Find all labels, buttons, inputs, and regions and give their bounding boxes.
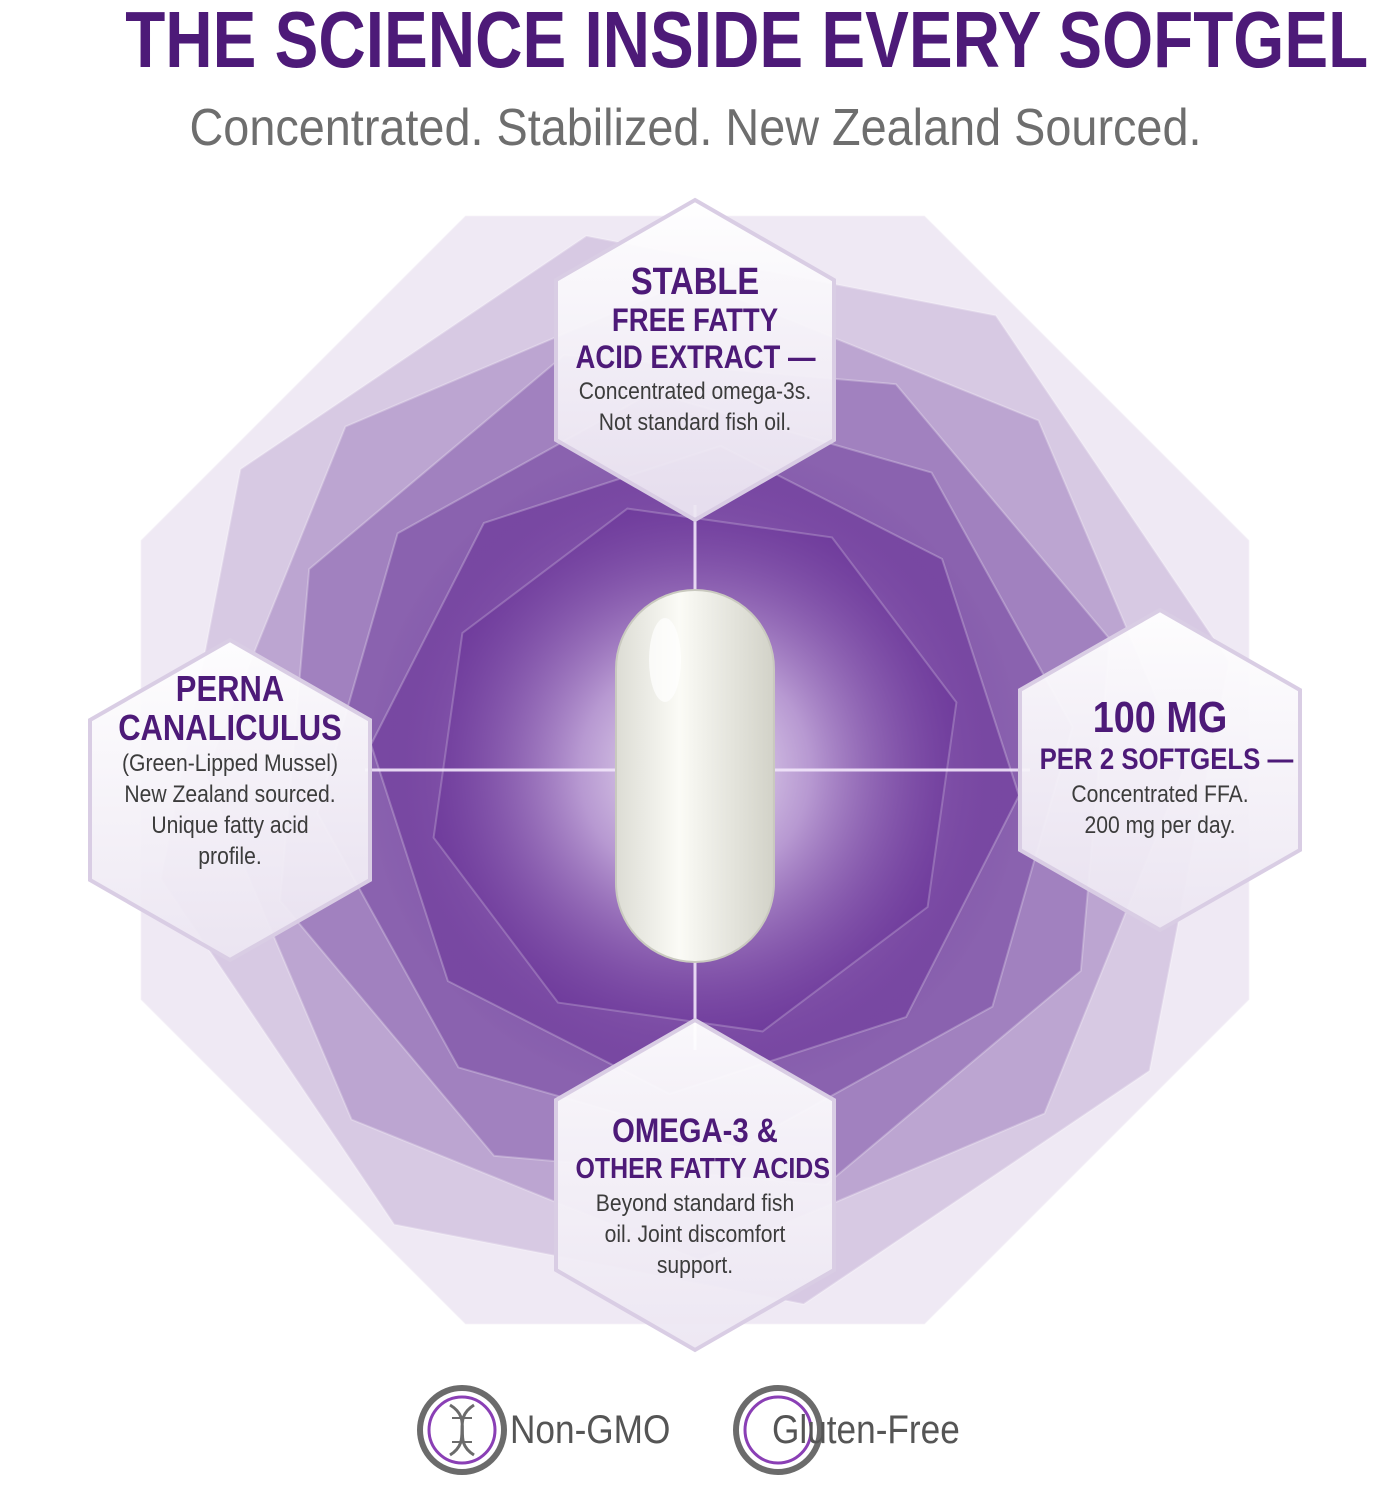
feature-body-line: oil. Joint discomfort bbox=[604, 1221, 786, 1248]
feature-title-line: PER 2 SOFTGELS — bbox=[1039, 743, 1294, 776]
badge-non-gmo: Non-GMO bbox=[504, 1380, 692, 1480]
feature-body-line: Not standard fish oil. bbox=[598, 409, 792, 436]
feature-body-line: Beyond standard fish bbox=[595, 1190, 795, 1217]
feature-body-line: Unique fatty acid bbox=[151, 812, 309, 839]
dna-icon bbox=[417, 1385, 507, 1475]
feature-title-line: 100 MG bbox=[1092, 693, 1228, 742]
badge-gluten-free: Gluten-Free bbox=[766, 1380, 985, 1480]
hex-bottom bbox=[554, 1017, 836, 1353]
feature-100mg: 100 MG PER 2 SOFTGELS — Concentrated FFA… bbox=[1020, 695, 1300, 841]
hex-left bbox=[88, 637, 372, 963]
feature-stable-ffa: STABLE FREE FATTY ACID EXTRACT — Concent… bbox=[556, 262, 834, 438]
feature-body-line: support. bbox=[656, 1252, 734, 1279]
badge-label: Non-GMO bbox=[510, 1407, 671, 1452]
feature-body-line: profile. bbox=[198, 843, 262, 870]
feature-title-line: FREE FATTY bbox=[611, 302, 779, 338]
feature-body-line: (Green-Lipped Mussel) bbox=[122, 750, 338, 777]
feature-title-line: OTHER FATTY ACIDS bbox=[575, 1153, 830, 1185]
feature-body-line: Concentrated FFA. bbox=[1071, 781, 1249, 808]
page-subtitle: Concentrated. Stabilized. New Zealand So… bbox=[189, 99, 1202, 157]
feature-title-line: STABLE bbox=[630, 261, 760, 303]
feature-perna-canaliculus: PERNA CANALICULUS (Green-Lipped Mussel) … bbox=[90, 670, 370, 872]
hex-right bbox=[1018, 607, 1302, 933]
feature-body-line: Concentrated omega-3s. bbox=[578, 378, 812, 405]
feature-omega3: OMEGA-3 & OTHER FATTY ACIDS Beyond stand… bbox=[556, 1112, 834, 1281]
feature-title-line: OMEGA-3 & bbox=[612, 1112, 778, 1150]
hex-top bbox=[554, 197, 836, 523]
feature-title-line: PERNA bbox=[175, 668, 285, 709]
hexagon-cards bbox=[88, 197, 1302, 1353]
page-title: THE SCIENCE INSIDE EVERY SOFTGEL bbox=[125, 0, 1369, 84]
feature-body-line: New Zealand sourced. bbox=[124, 781, 336, 808]
feature-title-line: CANALICULUS bbox=[118, 707, 342, 748]
gluten-free-icon bbox=[733, 1385, 823, 1475]
softgel bbox=[615, 589, 775, 963]
feature-title-line: ACID EXTRACT — bbox=[575, 339, 816, 375]
feature-body-line: 200 mg per day. bbox=[1084, 812, 1236, 839]
badge-label: Gluten-Free bbox=[772, 1407, 960, 1452]
softgel-highlight bbox=[649, 618, 681, 702]
